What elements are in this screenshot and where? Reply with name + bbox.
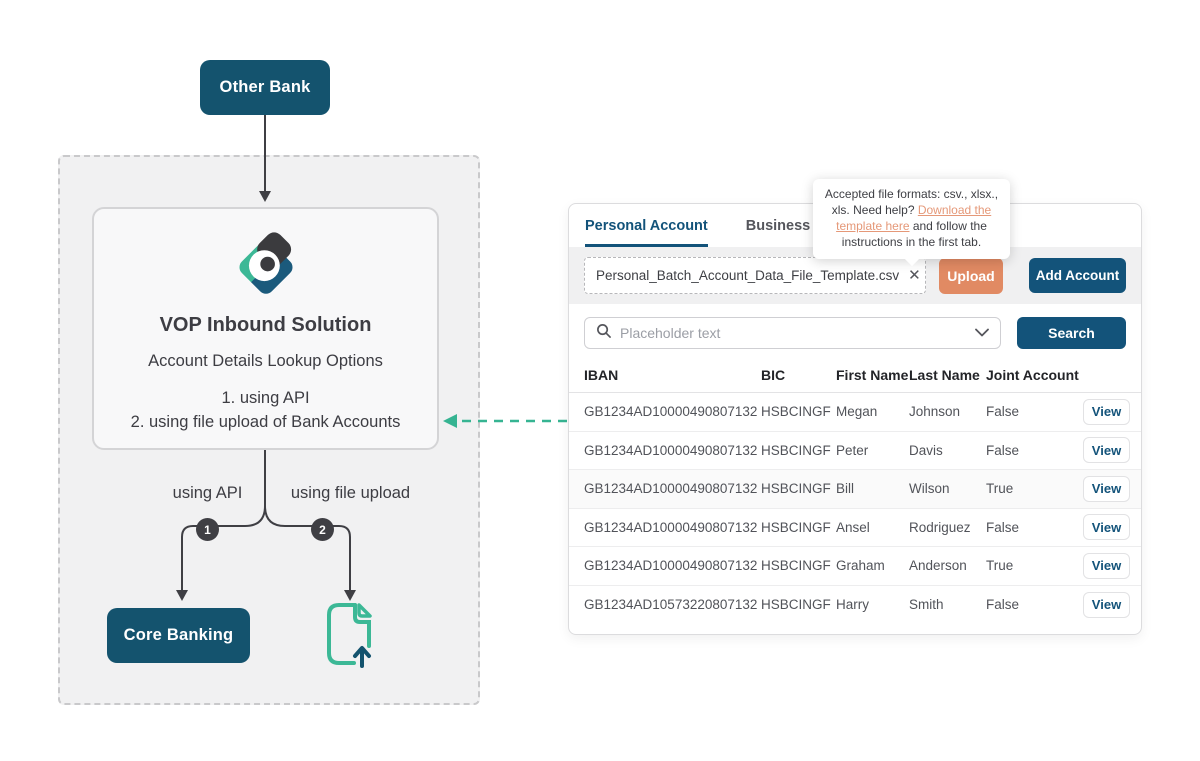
solution-title: VOP Inbound Solution	[159, 314, 372, 336]
view-button[interactable]: View	[1083, 591, 1130, 618]
header-joint-account: Joint Account	[986, 366, 1079, 383]
header-iban: IBAN	[584, 366, 619, 383]
clear-file-icon[interactable]: ✕	[908, 267, 921, 284]
cell-iban: GB1234AD10000490807132	[584, 558, 758, 574]
cell-bic: HSBCINGF	[761, 404, 831, 420]
cell-iban: GB1234AD10000490807132	[584, 404, 758, 420]
header-last-name: Last Name	[909, 366, 980, 383]
cell-bic: HSBCINGF	[761, 519, 831, 535]
cell-last-name: Smith	[909, 597, 944, 613]
search-input[interactable]: Placeholder text	[584, 317, 1001, 349]
download-template-link[interactable]: Download the template here	[836, 203, 992, 233]
cell-bic: HSBCINGF	[761, 481, 831, 497]
cell-last-name: Anderson	[909, 558, 967, 574]
cell-last-name: Davis	[909, 442, 943, 458]
cell-bic: HSBCINGF	[761, 597, 831, 613]
table-row: GB1234AD10000490807132 HSBCINGF Bill Wil…	[569, 470, 1141, 509]
table-row: GB1234AD10000490807132 HSBCINGF Peter Da…	[569, 432, 1141, 470]
file-upload-icon	[324, 600, 376, 675]
other-bank-node: Other Bank	[200, 60, 330, 115]
cell-iban: GB1234AD10000490807132	[584, 481, 758, 497]
table-row: GB1234AD10000490807132 HSBCINGF Graham A…	[569, 547, 1141, 586]
accounts-table: IBAN BIC First Name Last Name Joint Acco…	[569, 357, 1141, 624]
cell-first-name: Graham	[836, 558, 885, 574]
tooltip-help-prefix: Need help?	[853, 203, 918, 217]
cell-first-name: Bill	[836, 481, 855, 497]
search-icon	[596, 323, 611, 343]
header-bic: BIC	[761, 366, 786, 383]
file-input[interactable]: Personal_Batch_Account_Data_File_Templat…	[584, 257, 949, 294]
tooltip-help-suffix: and follow the instructions in the first…	[841, 219, 987, 249]
cell-iban: GB1234AD10573220807132	[584, 597, 758, 613]
view-button[interactable]: View	[1083, 437, 1130, 464]
tab-personal-account-label: Personal Account	[585, 217, 708, 234]
search-button[interactable]: Search	[1017, 317, 1126, 349]
cell-bic: HSBCINGF	[761, 442, 831, 458]
table-row: GB1234AD10573220807132 HSBCINGF Harry Sm…	[569, 586, 1141, 625]
header-first-name: First Name	[836, 366, 909, 383]
view-button[interactable]: View	[1083, 514, 1130, 541]
cell-joint: True	[986, 481, 1014, 497]
cell-first-name: Ansel	[836, 519, 870, 535]
view-button[interactable]: View	[1083, 552, 1130, 579]
table-row: GB1234AD10000490807132 HSBCINGF Ansel Ro…	[569, 509, 1141, 547]
branch-label-api: using API	[172, 484, 243, 502]
accounts-panel: Personal Account Business Account Person…	[568, 203, 1142, 635]
vop-solution-box: VOP Inbound Solution Account Details Loo…	[92, 207, 439, 450]
view-button[interactable]: View	[1083, 475, 1130, 502]
search-placeholder: Placeholder text	[620, 325, 721, 341]
upload-button[interactable]: Upload	[939, 257, 1003, 294]
table-header-row: IBAN BIC First Name Last Name Joint Acco…	[569, 357, 1141, 393]
other-bank-label: Other Bank	[219, 78, 311, 96]
cell-last-name: Johnson	[909, 404, 961, 420]
cell-first-name: Peter	[836, 442, 869, 458]
cell-joint: False	[986, 597, 1020, 613]
cell-joint: False	[986, 404, 1020, 420]
cell-joint: True	[986, 558, 1014, 574]
chevron-down-icon[interactable]	[975, 324, 989, 342]
table-row: GB1234AD10000490807132 HSBCINGF Megan Jo…	[569, 393, 1141, 432]
core-banking-node: Core Banking	[107, 608, 250, 663]
cell-first-name: Megan	[836, 404, 878, 420]
cell-first-name: Harry	[836, 597, 869, 613]
branch-number-1-badge: 1	[196, 518, 219, 541]
vop-logo-icon	[94, 225, 437, 308]
cell-iban: GB1234AD10000490807132	[584, 519, 758, 535]
tooltip-line1: Accepted file formats: csv., xlsx., xls.	[824, 187, 999, 217]
solution-option-1: 1. using API	[221, 389, 310, 407]
cell-joint: False	[986, 442, 1020, 458]
selected-filename: Personal_Batch_Account_Data_File_Templat…	[596, 268, 900, 283]
cell-joint: False	[986, 519, 1020, 535]
view-button[interactable]: View	[1083, 398, 1130, 425]
cell-last-name: Rodriguez	[909, 519, 971, 535]
solution-option-2: 2. using file upload of Bank Accounts	[130, 412, 401, 431]
cell-last-name: Wilson	[909, 481, 950, 497]
search-row: Placeholder text Search	[569, 304, 1141, 349]
cell-bic: HSBCINGF	[761, 558, 831, 574]
add-account-button[interactable]: Add Account	[1029, 258, 1126, 293]
tab-personal-account[interactable]: Personal Account	[585, 204, 708, 247]
branch-number-2-badge: 2	[311, 518, 334, 541]
help-tooltip: Accepted file formats: csv., xlsx., xls.…	[813, 179, 1010, 259]
solution-subtitle: Account Details Lookup Options	[148, 352, 383, 370]
core-banking-label: Core Banking	[123, 626, 234, 644]
branch-label-file-upload: using file upload	[290, 484, 411, 502]
cell-iban: GB1234AD10000490807132	[584, 442, 758, 458]
